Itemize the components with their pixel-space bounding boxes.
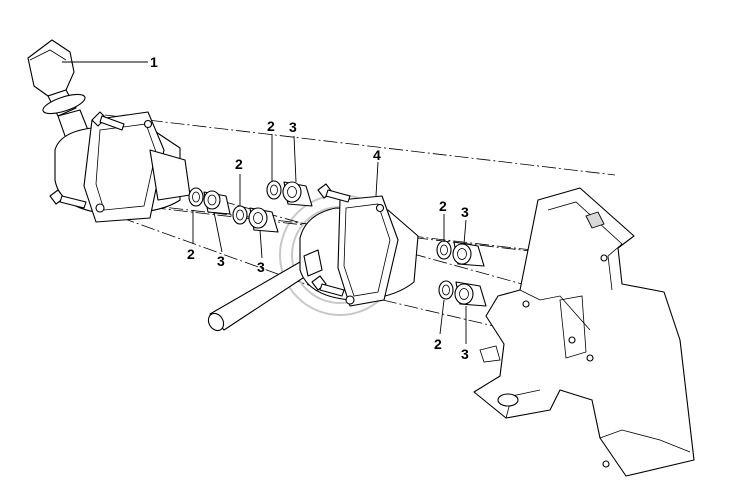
bolt-upper-mid [317, 183, 351, 203]
bolt-lower-left [49, 189, 87, 209]
leader-lines [62, 61, 467, 344]
washer-left-1 [188, 187, 204, 207]
callout-2: 2 [187, 246, 195, 262]
fitting-left-1 [203, 190, 231, 215]
callout-3: 3 [461, 204, 469, 220]
bolt-lower-mid [311, 275, 345, 297]
fitting-right-1 [452, 241, 485, 267]
fitting-left-2 [248, 207, 279, 233]
washer-upper [266, 180, 282, 200]
callout-3: 3 [289, 119, 297, 135]
callout-2: 2 [267, 118, 275, 134]
callout-2: 2 [235, 156, 243, 172]
fitting-upper [282, 181, 313, 207]
fitting-right-2 [454, 281, 487, 307]
washer-right-1 [436, 240, 452, 260]
mounting-bracket [473, 187, 695, 477]
bolt-upper-left [91, 111, 125, 131]
washer-right-2 [438, 280, 454, 300]
callout-3: 3 [257, 259, 265, 275]
callout-3: 3 [217, 253, 225, 269]
callout-1: 1 [150, 54, 158, 70]
callout-2: 2 [439, 198, 447, 214]
callout-4: 4 [373, 147, 381, 163]
hand-brake-valve [27, 39, 191, 223]
callout-labels: 1 2 3 2 2 3 3 4 2 3 2 3 [150, 54, 469, 362]
lever-valve [207, 195, 419, 332]
callout-2: 2 [434, 336, 442, 352]
washer-left-2 [232, 205, 248, 225]
callout-3: 3 [461, 346, 469, 362]
